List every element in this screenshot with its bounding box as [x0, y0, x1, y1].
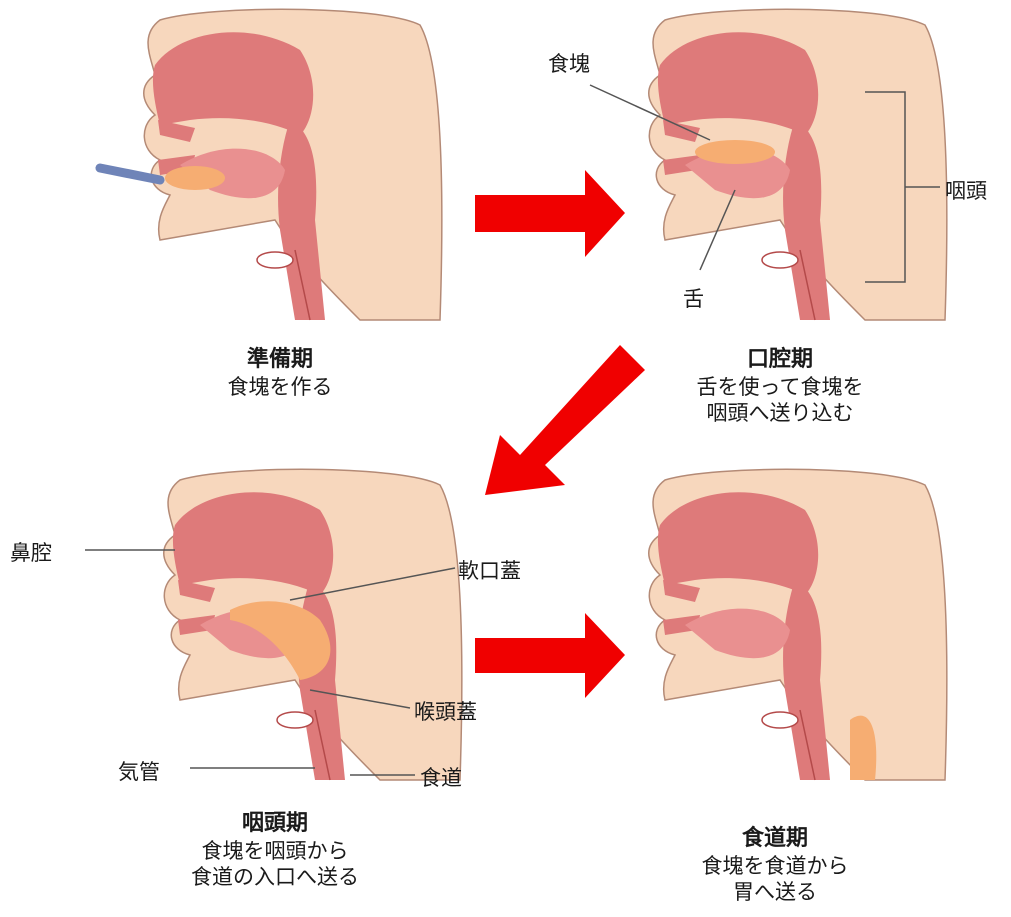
bolus-shape: [695, 140, 775, 164]
stage-description: 食塊を咽頭から: [145, 838, 405, 864]
label-pharynx: 咽頭: [945, 175, 987, 205]
stage-caption-oral: 口腔期 舌を使って食塊を 咽頭へ送り込む: [650, 346, 910, 426]
stage-caption-pharyngeal: 咽頭期 食塊を咽頭から 食道の入口へ送る: [145, 810, 405, 890]
bolus-shape: [165, 166, 225, 190]
stage-title: 準備期: [165, 346, 395, 374]
stage-title: 口腔期: [650, 346, 910, 374]
label-soft-palate: 軟口蓋: [458, 555, 521, 585]
label-epiglottis: 喉頭蓋: [414, 696, 477, 726]
arrow-right-icon: [475, 613, 625, 698]
stage-description: 胃へ送る: [660, 879, 890, 905]
head-illustration-preparatory: [144, 9, 442, 320]
stage-description: 舌を使って食塊を: [650, 374, 910, 400]
label-trachea: 気管: [118, 756, 160, 786]
label-esophagus: 食道: [420, 762, 462, 792]
stage-title: 食道期: [660, 825, 890, 853]
arrow-down-left-icon: [485, 345, 645, 495]
label-nasal-cavity: 鼻腔: [10, 537, 52, 567]
stage-caption-esophageal: 食道期 食塊を食道から 胃へ送る: [660, 825, 890, 905]
stage-description: 食道の入口へ送る: [145, 864, 405, 890]
arrow-right-icon: [475, 170, 625, 257]
head-illustration-oral: [649, 9, 947, 320]
head-illustration-esophageal: [649, 469, 947, 780]
spoon-icon: [100, 168, 160, 180]
label-tongue: 舌: [683, 283, 704, 313]
stage-caption-preparatory: 準備期 食塊を作る: [165, 346, 395, 400]
stage-description: 食塊を食道から: [660, 853, 890, 879]
stage-description: 食塊を作る: [165, 374, 395, 400]
stage-description: 咽頭へ送り込む: [650, 400, 910, 426]
stage-title: 咽頭期: [145, 810, 405, 838]
label-bolus: 食塊: [548, 48, 590, 78]
